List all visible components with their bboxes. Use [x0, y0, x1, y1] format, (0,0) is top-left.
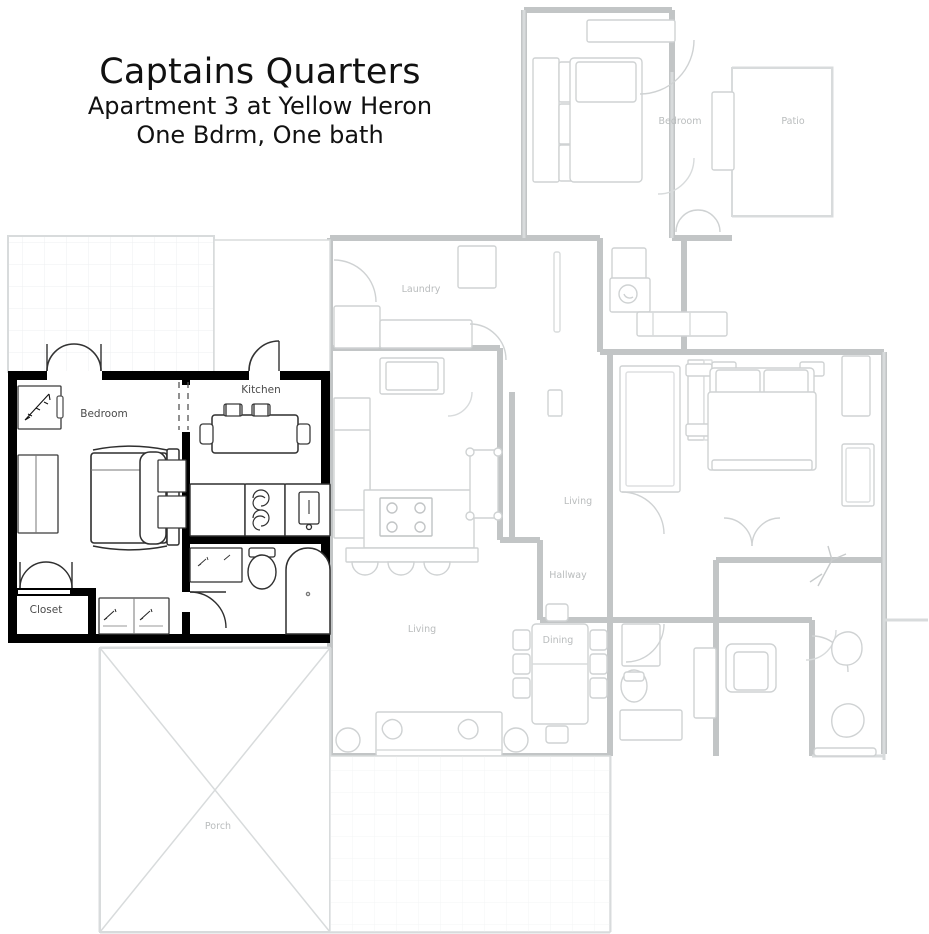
- context-lower-right: [619, 623, 877, 757]
- porch-area: [99, 647, 611, 933]
- room-label-dining: Dining: [543, 635, 574, 646]
- sofa: [17, 454, 59, 534]
- context-living-lower: [265, 655, 529, 757]
- room-label-laundry: Laundry: [402, 284, 441, 295]
- room-label-unit-kitchen: Kitchen: [241, 384, 280, 396]
- toilet: [247, 547, 277, 590]
- dining-table: [199, 403, 311, 454]
- context-kitchen: [333, 357, 503, 576]
- room-label-unit-closet: Closet: [30, 604, 63, 616]
- context-laundry: [333, 245, 507, 361]
- unit-furniture: [17, 382, 331, 635]
- closet-doors: [19, 561, 73, 589]
- room-label-unit-bedroom: Bedroom: [80, 408, 128, 420]
- room-label-patio: Patio: [781, 116, 804, 127]
- context-dining: [512, 603, 608, 744]
- room-label-hallway: Hallway: [549, 570, 587, 581]
- unit-room-labels: Bedroom Kitchen Closet: [30, 384, 281, 616]
- upper-left-deck: [7, 235, 331, 373]
- patio-area: [731, 67, 833, 217]
- context-bedroom-top: [532, 19, 735, 233]
- room-label-living-low: Living: [408, 624, 436, 635]
- desk: [17, 385, 64, 430]
- sink: [298, 491, 320, 531]
- nightstand-upper: [157, 459, 187, 493]
- vanity: [189, 547, 243, 583]
- context-bath-top: [553, 247, 728, 337]
- context-room-labels: Bedroom Patio Laundry Living Hallway Liv…: [205, 116, 805, 832]
- dresser: [98, 597, 170, 635]
- context-bedroom-right: [621, 355, 875, 587]
- room-label-living-mid: Living: [564, 496, 592, 507]
- bathtub: [285, 547, 331, 635]
- room-label-porch: Porch: [205, 821, 231, 832]
- bathroom-door: [189, 591, 227, 629]
- cased-opening: [178, 382, 189, 430]
- stove: [252, 489, 270, 531]
- context-living: [547, 365, 681, 493]
- nightstand-lower: [157, 495, 187, 529]
- room-label-bedroom-top: Bedroom: [659, 116, 702, 127]
